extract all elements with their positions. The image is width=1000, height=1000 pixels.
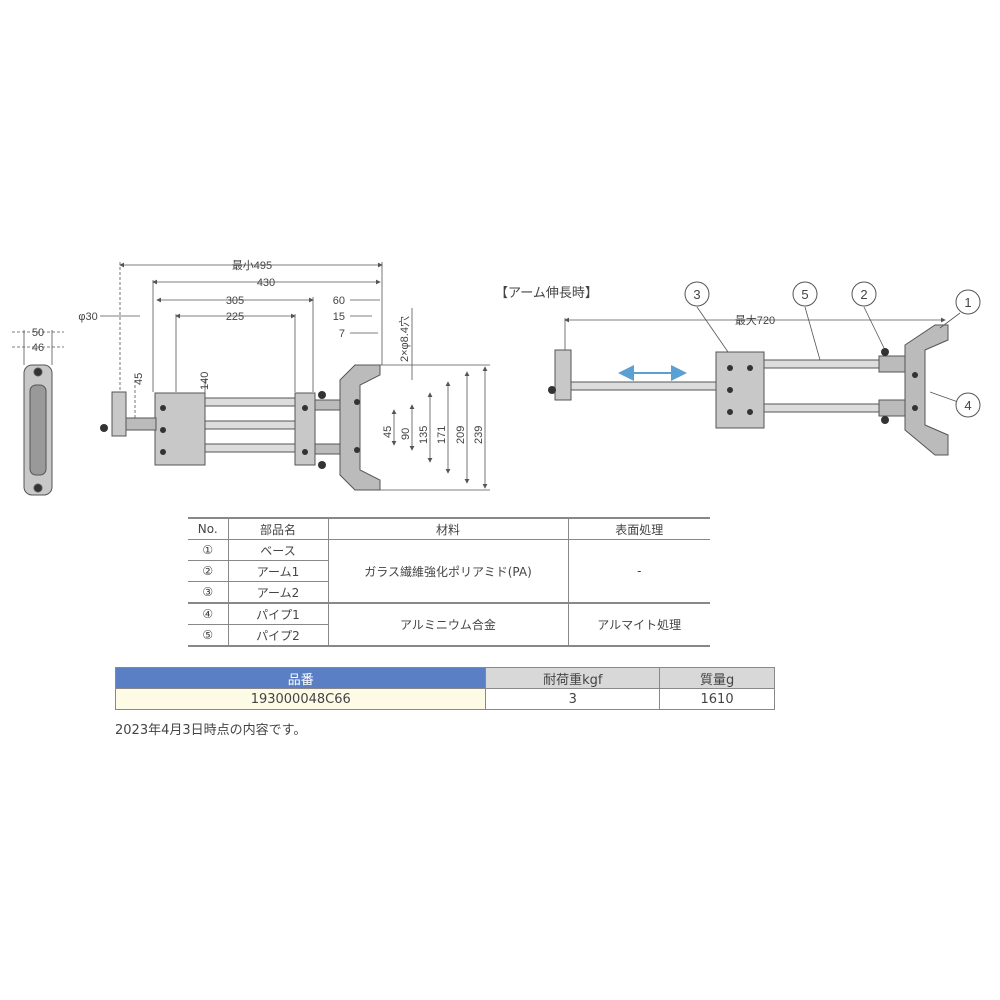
dim-max-length: 最大720 xyxy=(735,313,775,327)
load-capacity: 3 xyxy=(485,688,661,710)
spec-table: 品番 耐荷重kgf 質量g 193000048C66 3 1610 xyxy=(114,667,775,710)
part-no: ① xyxy=(188,539,229,561)
part-name: パイプ2 xyxy=(227,624,328,647)
side-view: 50 46 xyxy=(12,327,64,496)
dim-v209: 209 xyxy=(455,426,467,444)
part-name: アーム1 xyxy=(227,560,328,582)
part-no: ④ xyxy=(188,602,229,625)
table-row: ④ パイプ1 アルミニウム合金 アルマイト処理 xyxy=(188,602,710,647)
material-cell: ガラス繊維強化ポリアミド(PA) xyxy=(327,539,569,604)
part-name: パイプ1 xyxy=(227,602,329,625)
dim-v90: 90 xyxy=(400,428,412,440)
front-view: 最小495 430 305 225 φ30 60 15 7 45 140 2×φ… xyxy=(78,259,490,491)
dim-60: 60 xyxy=(333,295,345,307)
table-row: 193000048C66 3 1610 xyxy=(114,688,775,710)
header-mass: 質量g xyxy=(659,667,775,689)
dim-v45: 45 xyxy=(382,426,394,438)
header-load-capacity: 耐荷重kgf xyxy=(485,667,661,689)
callout-3: 3 xyxy=(693,287,700,302)
dim-430: 430 xyxy=(257,277,275,289)
part-no: ⑤ xyxy=(188,624,229,647)
dim-min-length: 最小495 xyxy=(232,259,272,272)
material-cell: アルミニウム合金 xyxy=(327,602,569,647)
part-no: ② xyxy=(188,560,229,582)
table-row: ③ アーム2 xyxy=(188,581,710,604)
callout-5: 5 xyxy=(801,287,808,302)
dim-305: 305 xyxy=(226,295,244,307)
dim-holes: 2×φ8.4穴 xyxy=(397,316,411,362)
header-part-name: 部品名 xyxy=(227,517,329,540)
dim-phi30: φ30 xyxy=(78,311,97,323)
part-name: アーム2 xyxy=(227,581,328,604)
dim-15: 15 xyxy=(333,311,345,323)
callout-1: 1 xyxy=(964,295,971,310)
table-row: ⑤ パイプ2 xyxy=(188,624,710,647)
finish-cell: アルマイト処理 xyxy=(567,602,710,647)
header-part-number: 品番 xyxy=(114,667,487,689)
part-no: ③ xyxy=(188,581,229,604)
dim-140: 140 xyxy=(199,372,211,390)
callout-4: 4 xyxy=(964,398,971,413)
extended-view: 【アーム伸長時】 最大720 xyxy=(495,281,981,456)
dim-v171: 171 xyxy=(436,426,448,444)
table-row: ② アーム1 xyxy=(188,560,710,582)
extended-view-title: 【アーム伸長時】 xyxy=(495,285,598,300)
part-number: 193000048C66 xyxy=(114,688,487,710)
dim-46: 46 xyxy=(32,342,44,354)
table-header-row: No. 部品名 材料 表面処理 xyxy=(188,517,710,540)
header-material: 材料 xyxy=(327,517,569,540)
dim-45-h: 45 xyxy=(133,373,145,385)
dim-225: 225 xyxy=(226,311,244,323)
finish-cell: - xyxy=(567,539,710,604)
header-finish: 表面処理 xyxy=(567,517,710,540)
dim-v239: 239 xyxy=(473,426,485,444)
dim-50: 50 xyxy=(32,327,44,339)
header-no: No. xyxy=(188,517,229,540)
date-note: 2023年4月3日時点の内容です。 xyxy=(115,723,307,738)
part-name: ベース xyxy=(227,539,329,561)
parts-table: No. 部品名 材料 表面処理 ① ベース ガラス繊維強化ポリアミド(PA) -… xyxy=(188,517,710,647)
dim-7: 7 xyxy=(339,328,345,340)
dim-v135: 135 xyxy=(418,426,430,444)
mass: 1610 xyxy=(659,688,775,710)
callout-2: 2 xyxy=(860,287,867,302)
table-row: ① ベース ガラス繊維強化ポリアミド(PA) - xyxy=(188,539,710,604)
